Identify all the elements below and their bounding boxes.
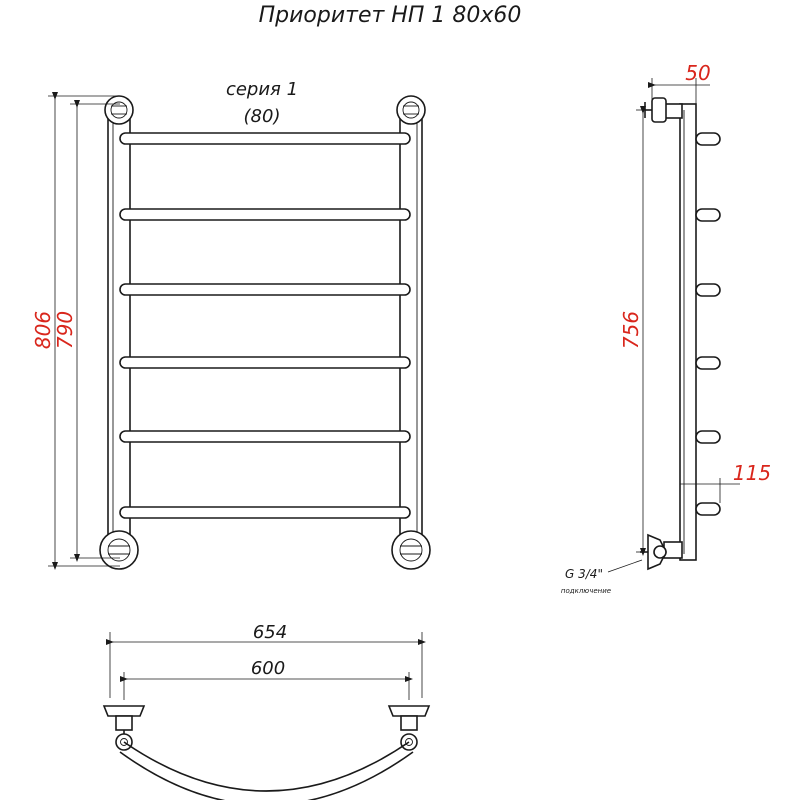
drawing-title: Приоритет НП 1 80х60 — [259, 3, 522, 28]
offset-dimension: 115 — [733, 461, 771, 485]
width-outer-dimension: 654 — [253, 622, 287, 643]
right-upright — [399, 107, 423, 557]
top-left-cap — [104, 95, 134, 125]
side-view: 50 756 115 G 3/4" подключение — [561, 61, 771, 595]
rung-2 — [119, 208, 411, 221]
bottom-left-connector — [99, 530, 139, 570]
depth-dimension: 50 — [685, 61, 710, 85]
width-inner-dimension: 600 — [251, 658, 285, 679]
series-label: серия 1 — [226, 79, 298, 100]
series-number: (80) — [244, 106, 281, 127]
bottom-view: 654 600 — [102, 622, 431, 800]
side-upright — [679, 103, 697, 561]
top-right-cap — [396, 95, 426, 125]
height-inner-dimension: 790 — [53, 311, 77, 349]
bottom-right-connector — [391, 530, 431, 570]
rung-5 — [119, 430, 411, 443]
rungs — [119, 132, 411, 519]
connection-label: G 3/4" — [565, 567, 603, 581]
rung-1 — [119, 132, 411, 145]
rung-6 — [119, 506, 411, 519]
side-height-dimension: 756 — [619, 311, 643, 349]
rung-3 — [119, 283, 411, 296]
height-outer-dimension: 806 — [31, 311, 55, 349]
curved-rung — [123, 741, 410, 792]
rung-4 — [119, 356, 411, 369]
connection-note: подключение — [561, 587, 611, 595]
front-view: серия 1 (80) — [31, 79, 431, 570]
side-rungs — [695, 132, 721, 516]
left-upright — [107, 107, 131, 557]
